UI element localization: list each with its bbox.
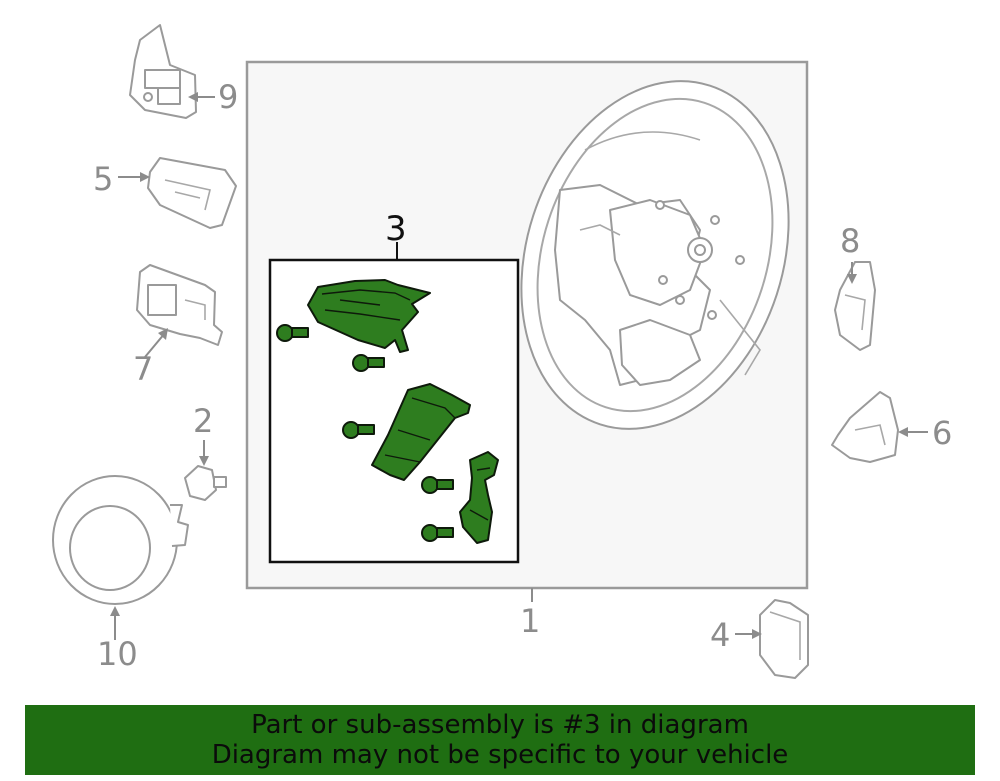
banner-line-2: Diagram may not be specific to your vehi…	[211, 740, 789, 770]
screw	[421, 524, 454, 542]
screw	[276, 324, 309, 342]
part-9-switch	[129, 24, 197, 119]
part-4-module	[759, 599, 809, 679]
callout-5: 5	[93, 160, 113, 198]
callout-8: 8	[840, 222, 860, 260]
info-banner: Part or sub-assembly is #3 in diagram Di…	[25, 705, 975, 775]
part-8-paddle	[834, 261, 876, 351]
part-5-switch	[147, 157, 237, 229]
callout-9: 9	[218, 78, 238, 116]
banner-line-1: Part or sub-assembly is #3 in diagram	[251, 710, 749, 740]
callout-4: 4	[710, 616, 730, 654]
steering-wheel	[520, 80, 790, 430]
screw	[342, 421, 375, 439]
screw	[352, 354, 385, 372]
callout-1: 1	[520, 602, 540, 640]
part-10-airbag	[52, 475, 189, 605]
part-2-nut	[184, 465, 227, 501]
callout-10: 10	[97, 635, 138, 673]
callout-7: 7	[133, 350, 153, 388]
part-3-components	[276, 279, 499, 544]
screw	[421, 476, 454, 494]
callout-2: 2	[193, 402, 213, 440]
part-7-switch	[136, 264, 223, 346]
callout-3: 3	[385, 209, 407, 249]
callout-6: 6	[932, 414, 952, 452]
part-6-cover	[831, 391, 899, 463]
